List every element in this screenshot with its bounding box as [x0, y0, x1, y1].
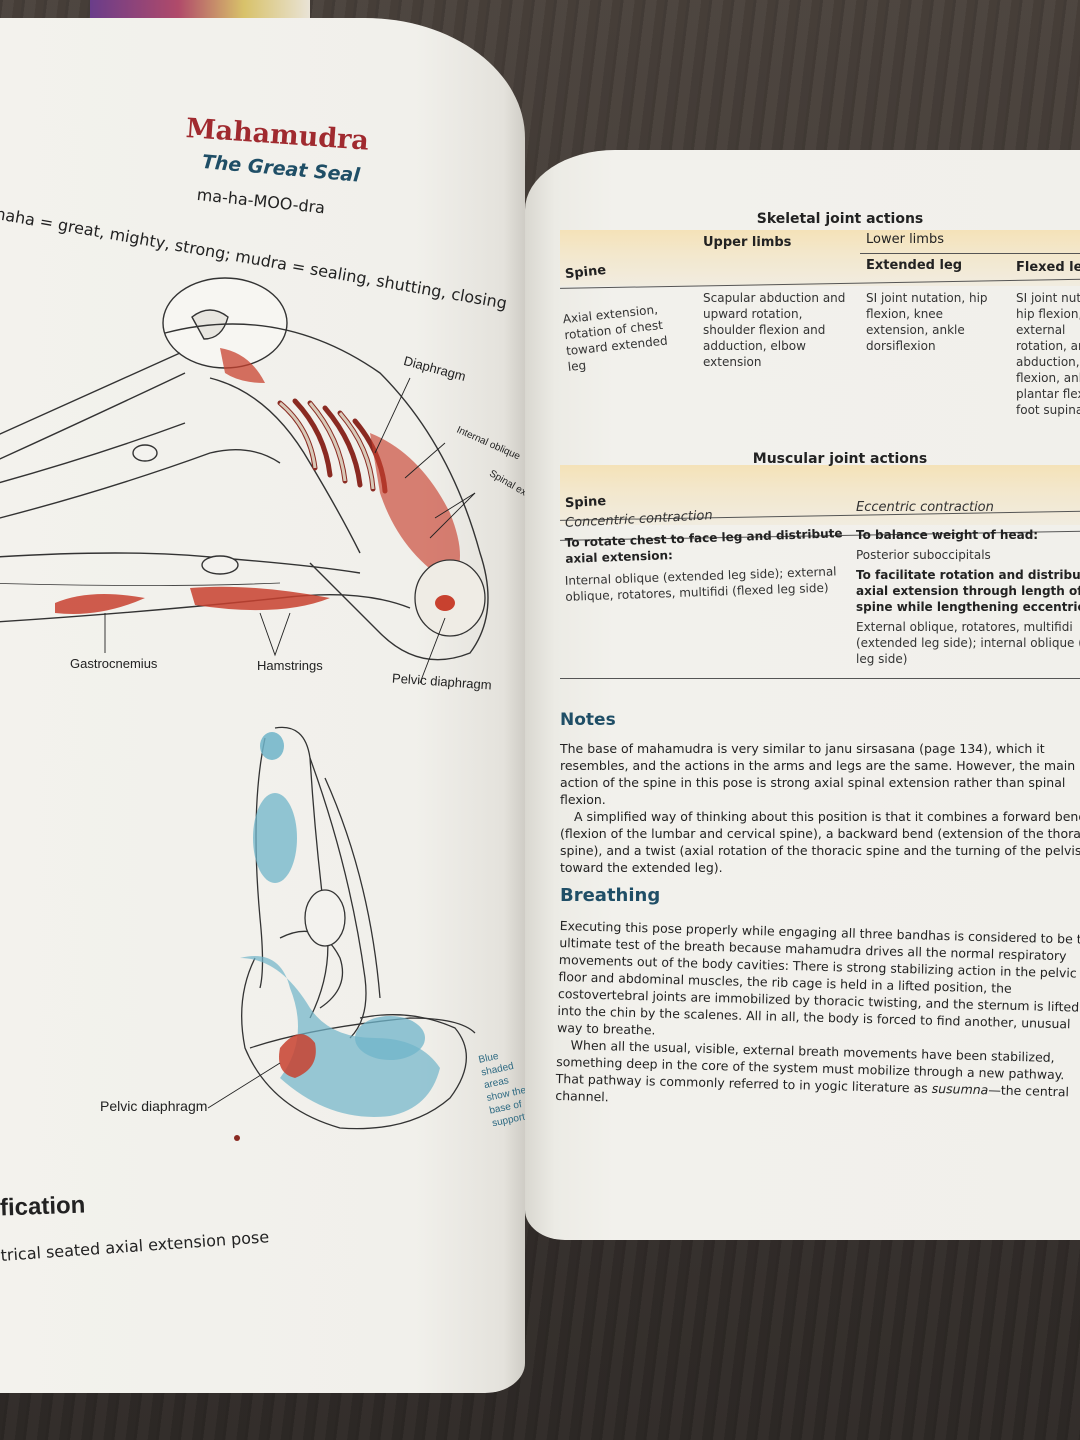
label-hamstrings: Hamstrings [257, 658, 323, 673]
skeletal-table-title: Skeletal joint actions [756, 211, 924, 227]
muscular-eccentric-muscles-2: External oblique, rotatores, multifidi (… [856, 620, 1080, 666]
pronunciation: ma-ha-MOO-dra [196, 185, 326, 218]
skeletal-upper-limbs-cell: Scapular abduction and upward rotation, … [703, 291, 846, 369]
skeletal-header-flexed-leg: Flexed leg [1016, 260, 1080, 275]
breathing-paragraph-1: Executing this pose properly while engag… [556, 917, 1080, 1038]
notes-paragraph-1: The base of mahamudra is very similar to… [560, 741, 1076, 807]
muscular-table-title: Muscular joint actions [752, 451, 928, 467]
muscular-concentric-goal: To rotate chest to face leg and distribu… [564, 526, 843, 566]
skeletal-flexed-leg-cell: SI joint nutation, hip flexion, external… [1016, 291, 1080, 417]
anatomy-figure-bottom [207, 726, 476, 1141]
breathing-heading: Breathing [560, 885, 661, 906]
skeletal-header-extended-leg: Extended leg [866, 258, 963, 273]
muscular-eccentric-muscles-1: Posterior suboccipitals [856, 548, 991, 562]
breathing-paragraph-2: When all the usual, visible, external br… [555, 1036, 1080, 1118]
muscular-rule-bottom [560, 678, 1080, 679]
notes-paragraph-2: A simplified way of thinking about this … [560, 809, 1080, 875]
modification-heading: fication [0, 1191, 86, 1222]
muscular-eccentric-goal-1: To balance weight of head: [856, 528, 1039, 542]
muscular-eccentric-goal-2: To facilitate rotation and distribute ax… [856, 568, 1080, 614]
label-pelvic-diaphragm-bottom: Pelvic diaphragm [100, 1098, 208, 1114]
skeletal-spine-cell: Axial extension, rotation of chest towar… [562, 302, 669, 374]
skeletal-header-lower-limbs: Lower limbs [866, 232, 944, 247]
left-page: Mahamudra The Great Seal ma-ha-MOO-dra m… [0, 18, 525, 1393]
modification-text: trical seated axial extension pose [0, 1227, 270, 1265]
notes-text: The base of mahamudra is very similar to… [560, 740, 1080, 876]
muscular-header-spine: Spine [564, 493, 607, 512]
muscular-header-eccentric: Eccentric contraction [856, 500, 994, 515]
skeletal-header-upper-limbs: Upper limbs [703, 235, 792, 250]
right-page: Skeletal joint actions Upper limbs Lower… [525, 150, 1080, 1240]
notes-heading: Notes [560, 710, 616, 730]
skeletal-extended-leg-cell: SI joint nutation, hip flexion, knee ext… [866, 291, 988, 353]
breathing-p2-term: susumna [931, 1080, 989, 1098]
pose-subtitle: The Great Seal [201, 151, 361, 187]
breathing-text: Executing this pose properly while engag… [555, 917, 1080, 1118]
skeletal-table-band [560, 230, 1080, 286]
pose-title: Mahamudra [184, 113, 370, 157]
muscular-concentric-muscles: Internal oblique (extended leg side); ex… [564, 564, 837, 604]
anatomy-figure-top [0, 277, 489, 684]
label-gastrocnemius: Gastrocnemius [70, 656, 158, 671]
skeletal-rule-lower [860, 253, 1080, 254]
